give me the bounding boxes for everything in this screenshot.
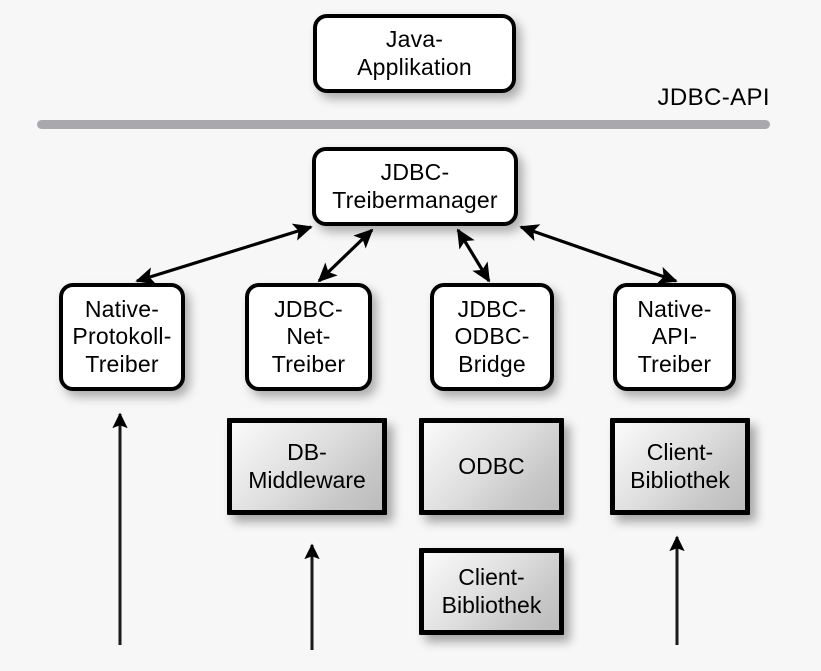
box-odbc[interactable]: ODBC [419,418,564,515]
edge-manager-to-jdbc-net-treiber [317,228,374,283]
edge-manager-to-native-protokoll-treiber [135,223,313,285]
box-client-bibliothek-native[interactable]: Client- Bibliothek [610,418,750,515]
node-jdbc-treibermanager[interactable]: JDBC- Treibermanager [312,147,518,226]
edge-manager-to-native-api-treiber [519,224,678,284]
node-native-api-treiber-label: Native- API- Treiber [637,296,712,377]
jdbc-api-label: JDBC-API [657,84,770,111]
node-jdbc-treibermanager-label: JDBC- Treibermanager [332,159,498,213]
box-client-bibliothek-odbc[interactable]: Client- Bibliothek [419,548,564,635]
node-native-api-treiber[interactable]: Native- API- Treiber [613,283,736,391]
edge-manager-to-jdbc-odbc-bridge [456,228,491,283]
node-native-protokoll-treiber[interactable]: Native- Protokoll- Treiber [59,283,185,391]
box-db-middleware-label: DB- Middleware [248,439,366,493]
box-client-bibliothek-native-label: Client- Bibliothek [630,439,730,493]
node-jdbc-odbc-bridge-label: JDBC- ODBC- Bridge [454,296,530,377]
node-java-applikation-label: Java- Applikation [357,26,472,80]
node-jdbc-net-treiber[interactable]: JDBC- Net- Treiber [245,283,372,391]
node-java-applikation[interactable]: Java- Applikation [313,14,516,93]
box-db-middleware[interactable]: DB- Middleware [227,418,387,515]
jdbc-api-separator-line [37,120,770,129]
box-odbc-label: ODBC [458,452,525,479]
node-native-protokoll-treiber-label: Native- Protokoll- Treiber [72,296,172,377]
node-jdbc-odbc-bridge[interactable]: JDBC- ODBC- Bridge [430,283,554,391]
box-client-bibliothek-odbc-label: Client- Bibliothek [441,564,542,618]
node-jdbc-net-treiber-label: JDBC- Net- Treiber [271,296,346,377]
